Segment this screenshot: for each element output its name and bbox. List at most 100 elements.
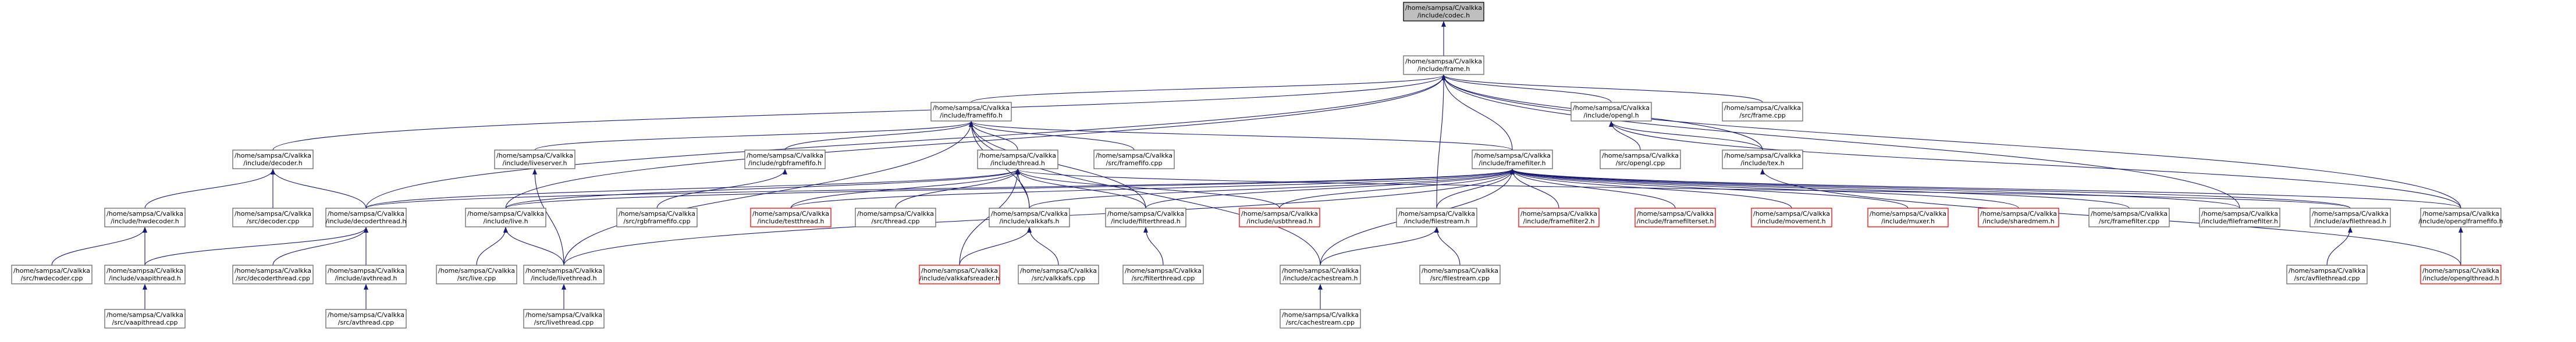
node-decoderthread-cpp[interactable]: /home/sampsa/C/valkka/src/decoderthread.…: [232, 265, 314, 284]
node-tex-h[interactable]: /home/sampsa/C/valkka/include/tex.h: [1722, 149, 1803, 169]
node-file-line: /src/thread.cpp: [871, 218, 919, 225]
node-filestream-h[interactable]: /home/sampsa/C/valkka/include/filestream…: [1396, 208, 1477, 227]
node-box: [855, 208, 936, 227]
node-fileframefilter-h[interactable]: /home/sampsa/C/valkka/include/fileframef…: [2199, 208, 2280, 227]
node-file-line: /include/codec.h: [1417, 12, 1470, 19]
node-path-line: /home/sampsa/C/valkka: [747, 152, 823, 159]
node-opengl-cpp[interactable]: /home/sampsa/C/valkka/src/opengl.cpp: [1600, 149, 1681, 169]
node-cachestream-cpp[interactable]: /home/sampsa/C/valkka/src/cachestream.cp…: [1280, 309, 1361, 329]
node-file-line: /include/valkkafsreader.h: [919, 275, 1000, 282]
node-path-line: /home/sampsa/C/valkka: [619, 210, 695, 218]
edge-decoder_h-to-frame_h: [272, 74, 1446, 151]
node-livethread-cpp[interactable]: /home/sampsa/C/valkka/src/livethread.cpp: [523, 309, 605, 329]
node-path-line: /home/sampsa/C/valkka: [1520, 210, 1597, 218]
node-movement-h[interactable]: /home/sampsa/C/valkka/include/movement.h: [1751, 208, 1832, 227]
node-framefifo-h[interactable]: /home/sampsa/C/valkka/include/framefifo.…: [930, 102, 1012, 122]
edge-filterthread_h-to-thread_h: [1015, 169, 1146, 209]
edge-decoderthread_h-to-framefilter_h: [365, 169, 1515, 209]
node-box: [989, 208, 1070, 227]
node-rgbframefifo-cpp[interactable]: /home/sampsa/C/valkka/src/rgbframefifo.c…: [616, 208, 698, 227]
node-path-line: /home/sampsa/C/valkka: [106, 267, 183, 275]
edge-framefilter2_h-to-framefilter_h: [1510, 169, 1559, 209]
edges-layer: [51, 21, 2463, 309]
edge-framefifo_h-to-frame_h: [971, 74, 1446, 103]
node-hwdecoder-cpp[interactable]: /home/sampsa/C/valkka/src/hwdecoder.cpp: [11, 265, 93, 284]
node-live-h[interactable]: /home/sampsa/C/valkka/include/live.h: [465, 208, 546, 227]
node-decoder-h[interactable]: /home/sampsa/C/valkka/include/decoder.h: [232, 149, 314, 169]
edge-valkkafs_h-to-framefilter_h: [1029, 169, 1515, 209]
edge-openglframefifo_h-to-opengl_h: [1609, 121, 2461, 209]
edge-cachestream_h-to-framefifo_h: [969, 121, 1321, 266]
node-frame-h[interactable]: /home/sampsa/C/valkka/include/frame.h: [1403, 55, 1484, 75]
node-box: [1403, 55, 1484, 75]
node-path-line: /home/sampsa/C/valkka: [438, 267, 515, 275]
edge-openglframefifo_h-to-framefilter_h: [1510, 169, 2461, 209]
node-box: [232, 208, 314, 227]
node-framefilter2-h[interactable]: /home/sampsa/C/valkka/include/framefilte…: [1518, 208, 1600, 227]
node-box: [1571, 102, 1652, 122]
node-file-line: /src/cachestream.cpp: [1286, 319, 1355, 326]
node-usbthread-h[interactable]: /home/sampsa/C/valkka/include/usbthread.…: [1239, 208, 1320, 227]
edge-testthread_h-to-thread_h: [790, 169, 1020, 209]
node-avfilethread-h[interactable]: /home/sampsa/C/valkka/include/avfilethre…: [2309, 208, 2391, 227]
node-liveserver-h[interactable]: /home/sampsa/C/valkka/include/liveserver…: [494, 149, 575, 169]
node-framefilter-cpp[interactable]: /home/sampsa/C/valkka/src/framefilter.cp…: [2088, 208, 2170, 227]
node-testthread-h[interactable]: /home/sampsa/C/valkka/include/testthread…: [750, 208, 832, 227]
node-rgbframefifo-h[interactable]: /home/sampsa/C/valkka/include/rgbframefi…: [744, 149, 826, 169]
edge-testthread_h-to-framefilter_h: [790, 169, 1515, 209]
node-openglframefifo-h[interactable]: /home/sampsa/C/valkka/include/openglfram…: [2418, 208, 2503, 227]
node-file-line: /include/usbthread.h: [1246, 218, 1313, 225]
node-file-line: /src/hwdecoder.cpp: [21, 275, 83, 282]
edge-hwdecoder_cpp-to-hwdecoder_h: [51, 227, 147, 266]
node-vaapithread-cpp[interactable]: /home/sampsa/C/valkka/src/vaapithread.cp…: [104, 309, 186, 329]
node-hwdecoder-h[interactable]: /home/sampsa/C/valkka/include/hwdecoder.…: [104, 208, 186, 227]
node-valkkafs-cpp[interactable]: /home/sampsa/C/valkka/src/valkkafs.cpp: [1018, 265, 1099, 284]
node-thread-h[interactable]: /home/sampsa/C/valkka/include/thread.h: [977, 149, 1058, 169]
node-vaapithread-h[interactable]: /home/sampsa/C/valkka/include/vaapithrea…: [104, 265, 186, 284]
node-valkkafs-h[interactable]: /home/sampsa/C/valkka/include/valkkafs.h: [989, 208, 1070, 227]
node-cachestream-h[interactable]: /home/sampsa/C/valkka/include/cachestrea…: [1280, 265, 1361, 284]
node-avthread-h[interactable]: /home/sampsa/C/valkka/include/avthread.h: [325, 265, 407, 284]
node-file-line: /include/avthread.h: [335, 275, 397, 282]
node-thread-cpp[interactable]: /home/sampsa/C/valkka/src/thread.cpp: [855, 208, 936, 227]
node-path-line: /home/sampsa/C/valkka: [525, 311, 602, 319]
edge-sharedmem_h-to-framefilter_h: [1510, 169, 2019, 209]
edge-live_h-to-thread_h: [505, 169, 1020, 209]
node-framefilter-h[interactable]: /home/sampsa/C/valkka/include/framefilte…: [1472, 149, 1553, 169]
edge-fileframefilter_h-to-framefilter_h: [1510, 169, 2240, 209]
node-file-line: /include/hwdecoder.h: [111, 218, 179, 225]
edge-avfilethread_h-to-framefilter_h: [1510, 169, 2351, 209]
node-path-line: /home/sampsa/C/valkka: [1573, 104, 1650, 112]
edge-fileframefilter_h-to-frame_h: [1441, 74, 2240, 209]
edge-framefilterset_h-to-framefilter_h: [1510, 169, 1676, 209]
node-filterthread-cpp[interactable]: /home/sampsa/C/valkka/src/filterthread.c…: [1122, 265, 1204, 284]
node-file-line: /include/sharedmem.h: [1982, 218, 2054, 225]
node-opengl-h[interactable]: /home/sampsa/C/valkka/include/opengl.h: [1571, 102, 1652, 122]
node-muxer-h[interactable]: /home/sampsa/C/valkka/include/muxer.h: [1867, 208, 1949, 227]
edge-decoderthread_h-to-frame_h: [365, 74, 1446, 209]
node-box: [1122, 265, 1204, 284]
node-path-line: /home/sampsa/C/valkka: [1637, 210, 1714, 218]
node-path-line: /home/sampsa/C/valkka: [752, 210, 829, 218]
node-filestream-cpp[interactable]: /home/sampsa/C/valkka/src/filestream.cpp: [1419, 265, 1501, 284]
node-box: [1396, 208, 1477, 227]
node-decoderthread-h[interactable]: /home/sampsa/C/valkka/include/decoderthr…: [325, 208, 407, 227]
node-filterthread-h[interactable]: /home/sampsa/C/valkka/include/filterthre…: [1105, 208, 1186, 227]
node-frame-cpp[interactable]: /home/sampsa/C/valkka/src/frame.cpp: [1722, 102, 1803, 122]
node-framefifo-cpp[interactable]: /home/sampsa/C/valkka/src/framefifo.cpp: [1093, 149, 1175, 169]
node-avthread-cpp[interactable]: /home/sampsa/C/valkka/src/avthread.cpp: [325, 309, 407, 329]
node-box: [325, 265, 407, 284]
node-sharedmem-h[interactable]: /home/sampsa/C/valkka/include/sharedmem.…: [1978, 208, 2059, 227]
node-livethread-h[interactable]: /home/sampsa/C/valkka/include/livethread…: [523, 265, 605, 284]
node-live-cpp[interactable]: /home/sampsa/C/valkka/src/live.cpp: [436, 265, 517, 284]
edge-livethread_h-to-framefifo_h: [563, 121, 973, 266]
node-file-line: /include/framefilter.h: [1479, 159, 1546, 167]
node-openglthread-h[interactable]: /home/sampsa/C/valkka/include/openglthre…: [2420, 265, 2502, 284]
node-framefilterset-h[interactable]: /home/sampsa/C/valkka/include/framefilte…: [1635, 208, 1716, 227]
node-decoder-cpp[interactable]: /home/sampsa/C/valkka/src/decoder.cpp: [232, 208, 314, 227]
edge-filterthread_cpp-to-filterthread_h: [1143, 227, 1164, 266]
node-box: [2199, 208, 2280, 227]
node-valkkafsreader-h[interactable]: /home/sampsa/C/valkka/include/valkkafsre…: [919, 265, 1000, 284]
node-file-line: /src/decoderthread.cpp: [236, 275, 310, 282]
node-avfilethread-cpp[interactable]: /home/sampsa/C/valkka/src/avfilethread.c…: [2286, 265, 2368, 284]
